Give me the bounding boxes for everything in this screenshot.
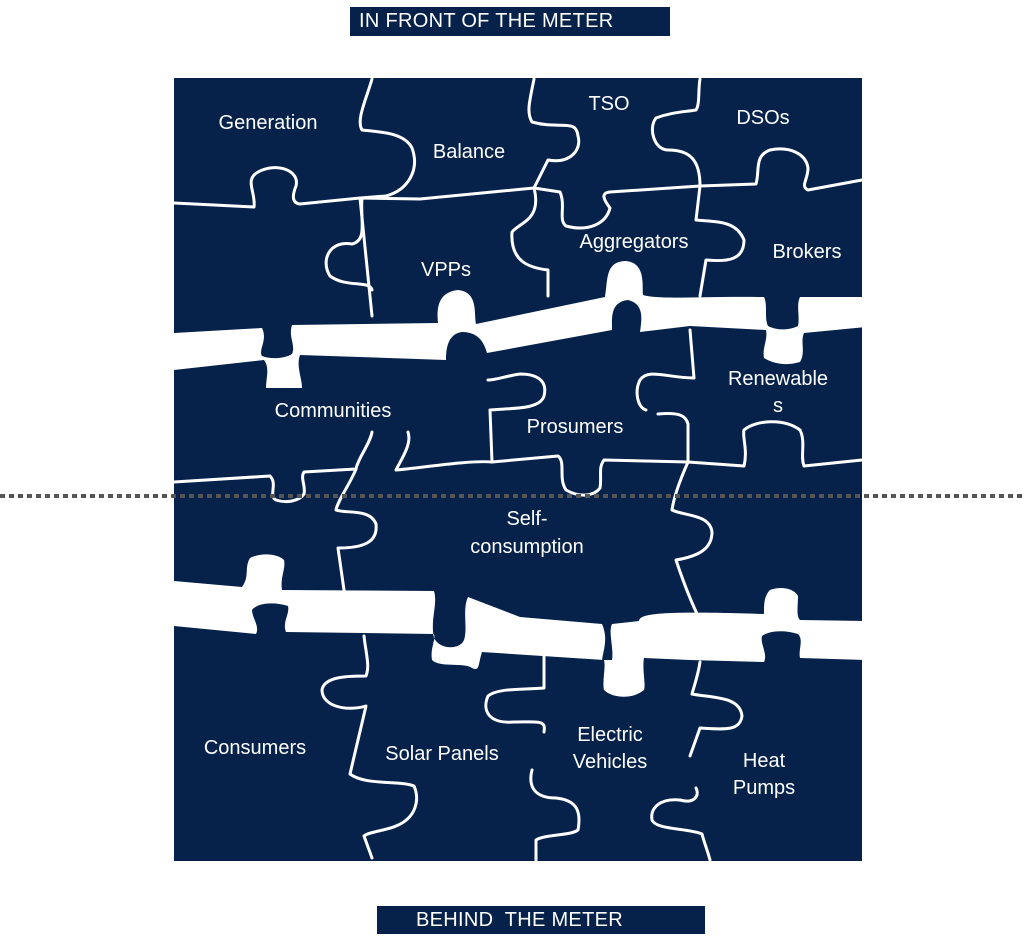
label-generation: Generation bbox=[219, 112, 318, 134]
puzzle-seam bbox=[698, 147, 864, 192]
label-communities: Communities bbox=[275, 400, 392, 422]
label-heat-pumps-line2: Pumps bbox=[733, 777, 795, 799]
label-electric-vehicles-line2: Vehicles bbox=[573, 751, 648, 773]
label-self-consumption-line2: consumption bbox=[470, 536, 583, 558]
puzzle-seam bbox=[529, 768, 581, 862]
label-prosumers: Prosumers bbox=[527, 416, 624, 438]
in-front-of-meter-banner: IN FRONT OF THE METER bbox=[350, 7, 670, 36]
lower-gap-band bbox=[174, 554, 866, 697]
label-electric-vehicles-line1: Electric bbox=[577, 724, 643, 746]
label-renewables-line2: s bbox=[773, 395, 783, 417]
puzzle-seam bbox=[527, 77, 581, 190]
puzzle-seam bbox=[486, 372, 547, 464]
puzzle-seam bbox=[635, 328, 696, 412]
puzzle-seam bbox=[358, 77, 416, 318]
label-self-consumption-line1: Self- bbox=[506, 508, 547, 530]
label-dsos: DSOs bbox=[736, 107, 789, 129]
puzzle-seam bbox=[651, 77, 746, 298]
label-solar-panels: Solar Panels bbox=[385, 743, 498, 765]
label-vpps: VPPs bbox=[421, 259, 471, 281]
puzzle-seam bbox=[324, 196, 374, 292]
label-aggregators: Aggregators bbox=[580, 231, 689, 253]
puzzle-board bbox=[174, 78, 862, 861]
puzzle-seam bbox=[172, 166, 536, 209]
label-consumers: Consumers bbox=[204, 737, 306, 759]
label-renewables-line1: Renewable bbox=[728, 368, 828, 390]
puzzle-seam bbox=[688, 660, 744, 758]
puzzle-seam bbox=[320, 634, 419, 860]
puzzle-seam bbox=[172, 430, 374, 504]
puzzle-seam bbox=[510, 186, 550, 298]
puzzle-seam bbox=[656, 412, 864, 468]
puzzle-seam bbox=[334, 467, 378, 592]
behind-the-meter-label: BEHIND THE METER bbox=[416, 908, 623, 931]
puzzle-seam bbox=[394, 430, 690, 497]
label-balance: Balance bbox=[433, 141, 505, 163]
behind-the-meter-banner: BEHIND THE METER bbox=[377, 906, 705, 934]
upper-gap-band bbox=[174, 261, 866, 388]
in-front-of-meter-label: IN FRONT OF THE METER bbox=[359, 10, 614, 32]
puzzle-seam bbox=[484, 652, 546, 734]
puzzle-seam bbox=[650, 786, 712, 862]
puzzle-seam bbox=[532, 184, 702, 230]
label-brokers: Brokers bbox=[773, 241, 842, 263]
puzzle-seam bbox=[670, 460, 714, 622]
label-heat-pumps-line1: Heat bbox=[743, 750, 786, 772]
label-tso: TSO bbox=[588, 93, 629, 115]
